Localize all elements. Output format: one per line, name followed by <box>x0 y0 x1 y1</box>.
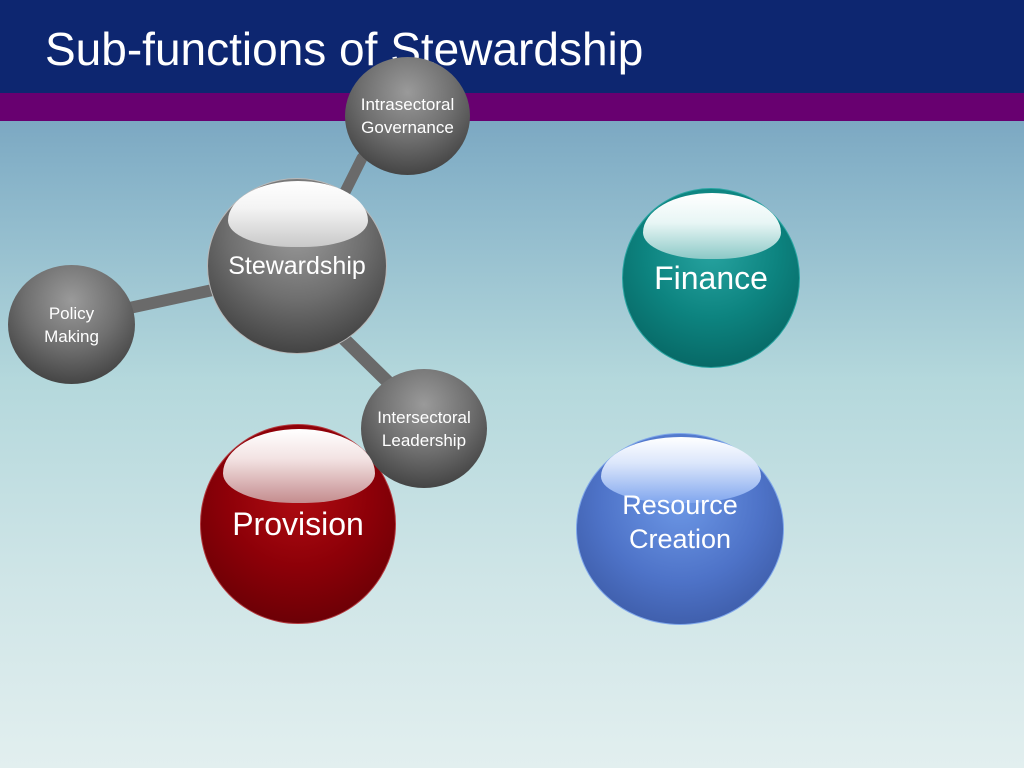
node-stewardship: Stewardship <box>207 178 387 354</box>
accent-bar <box>0 93 1024 121</box>
page-title: Sub-functions of Stewardship <box>45 23 644 75</box>
node-label: Finance <box>654 259 768 296</box>
gloss-highlight <box>223 429 375 503</box>
node-label-line1: Policy <box>48 303 95 323</box>
gloss-highlight <box>643 193 781 259</box>
node-label: Provision <box>232 505 364 542</box>
node-label-line2: Leadership <box>381 430 467 450</box>
node-label-line1: Intersectoral <box>377 407 471 427</box>
node-policy-making: Policy Making <box>8 265 135 384</box>
connector-intersectoral <box>333 328 399 393</box>
node-label-line2: Governance <box>361 118 454 137</box>
node-finance: Finance <box>622 188 800 368</box>
node-label: Stewardship <box>228 251 366 280</box>
node-label-line2: Making <box>44 326 99 346</box>
node-resource-creation: Resource Creation <box>576 433 784 625</box>
node-label-line2: Creation <box>628 524 732 554</box>
gloss-highlight <box>601 437 761 503</box>
node-intrasectoral-governance: Intrasectoral Governance <box>345 57 470 175</box>
node-label-line1: Intrasectoral <box>360 95 455 114</box>
node-intersectoral-leadership: Intersectoral Leadership <box>361 369 487 488</box>
title-bar <box>0 0 1024 93</box>
gloss-highlight <box>228 181 368 247</box>
connector-policy <box>114 282 228 316</box>
node-provision: Provision <box>200 424 396 624</box>
node-label-line1: Resource <box>622 490 738 520</box>
